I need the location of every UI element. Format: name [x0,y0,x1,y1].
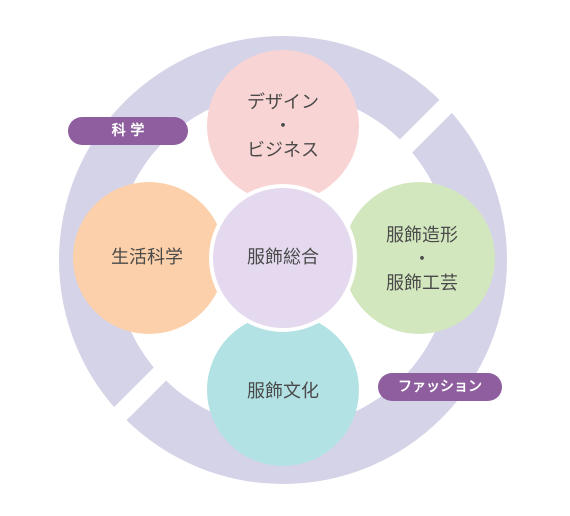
node-life-science [73,182,225,334]
node-creation-line2: 服飾工芸 [386,273,458,294]
fashion-label: ファッション [398,379,482,395]
node-creation-line1: 服飾造形 [386,225,458,246]
node-design-dot: ・ [274,116,292,137]
node-design-line1: デザイン [247,92,319,113]
fashion-pill [378,373,502,401]
science-label: 科 学 [112,122,145,139]
node-center-label: 服飾総合 [247,247,319,268]
node-design-line2: ビジネス [247,140,319,161]
node-design-business [207,50,359,202]
node-clothing-creation [343,182,495,334]
science-pill [68,117,188,145]
node-center [209,184,357,332]
node-clothing-culture [207,314,359,466]
node-creation-dot: ・ [413,249,431,270]
node-culture-label: 服飾文化 [247,381,319,402]
node-life-label: 生活科学 [111,247,183,268]
